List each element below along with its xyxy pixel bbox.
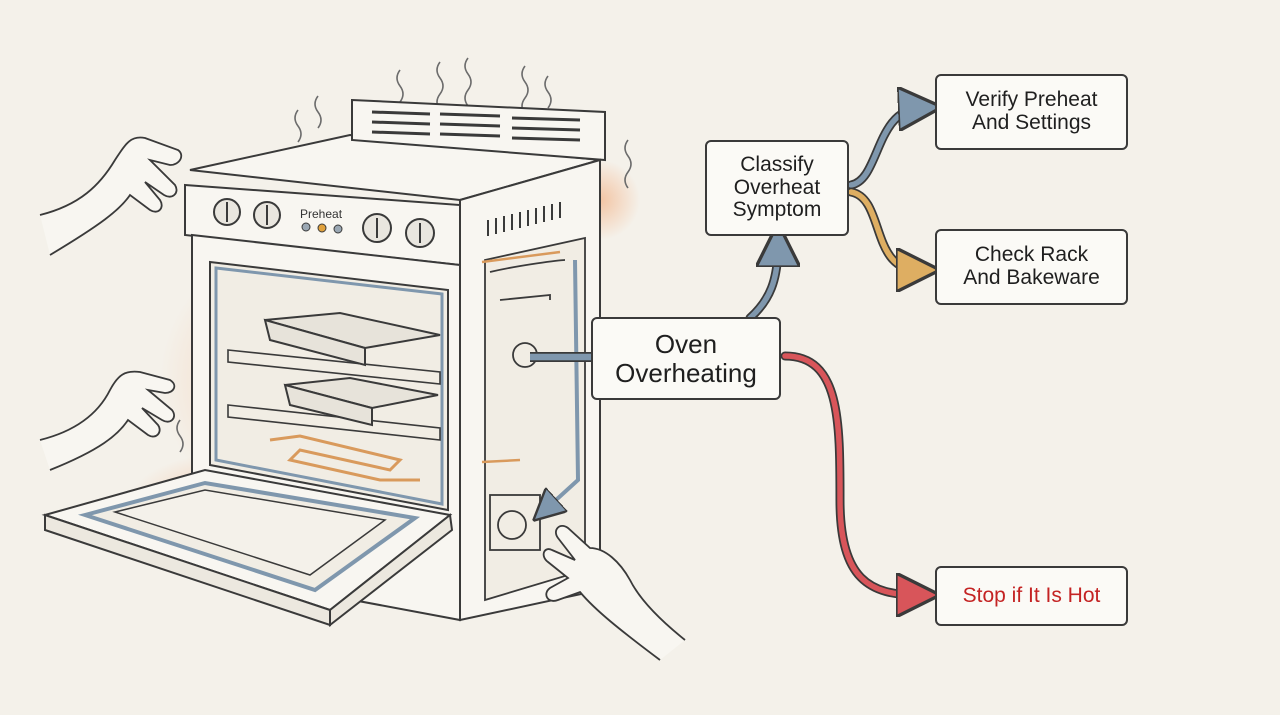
heating-element (481, 458, 521, 464)
fan-icon (497, 510, 527, 540)
hand-icon (542, 525, 686, 661)
node-stop-if-hot: Stop if It Is Hot (935, 566, 1128, 626)
preheat-label: Preheat (300, 207, 343, 221)
heat-waves-icon (176, 57, 632, 453)
connector-classify-to-verify (846, 103, 925, 190)
heating-element (269, 434, 420, 482)
node-verify-preheat: Verify Preheat And Settings (935, 74, 1128, 150)
node-classify-overheat-symptom: Classify Overheat Symptom (705, 140, 849, 236)
hand-icon (39, 370, 176, 471)
vents (371, 110, 581, 142)
indicator-lights (301, 222, 343, 234)
node-oven-overheating: Oven Overheating (591, 317, 781, 400)
hand-icon (39, 136, 183, 256)
oven-door (41, 468, 454, 628)
airflow-arrow (545, 259, 581, 510)
node-check-rack: Check Rack And Bakeware (935, 229, 1128, 305)
connector-classify-to-check (846, 187, 923, 275)
baking-tray (263, 311, 441, 427)
side-vents (487, 202, 561, 236)
heating-element (481, 250, 561, 264)
